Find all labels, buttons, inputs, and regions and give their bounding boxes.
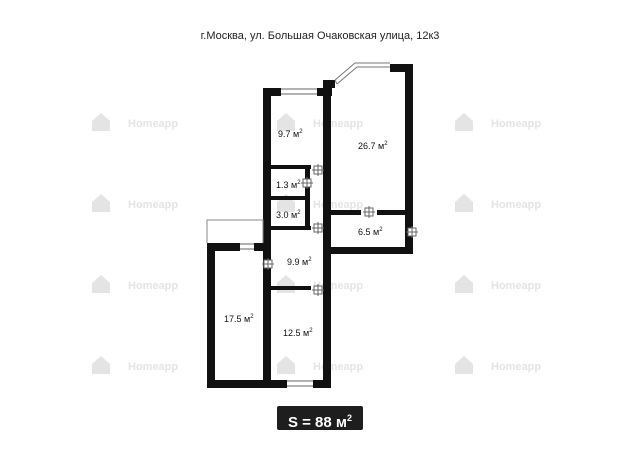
door-marker (312, 222, 324, 234)
room-label-d: 3.0 м2 (276, 210, 301, 220)
house-icon (92, 113, 110, 131)
house-icon (277, 356, 295, 374)
total-area-sup: 2 (347, 413, 353, 423)
watermark-logo: Homeapp (455, 194, 541, 212)
watermark-text: Homeapp (491, 280, 541, 292)
room-label-h: 12.5 м2 (283, 328, 313, 338)
watermark-logo: Homeapp (277, 356, 363, 374)
watermark-text: Homeapp (128, 118, 178, 130)
watermark-logo: Homeapp (455, 356, 541, 374)
bay-window (334, 62, 390, 85)
house-icon (455, 356, 473, 374)
total-area-badge: S = 88 м2 (277, 406, 363, 431)
balcony-outline (206, 219, 264, 243)
room-label-g: 17.5 м2 (224, 314, 254, 324)
door-marker (262, 258, 274, 270)
house-icon (455, 275, 473, 293)
door-marker (363, 206, 375, 218)
watermark-logo: Homeapp (92, 113, 178, 131)
house-icon (277, 275, 295, 293)
watermark-logo: Homeapp (92, 275, 178, 293)
watermark-logo: Homeapp (455, 113, 541, 131)
door-marker (312, 164, 324, 176)
windows (240, 88, 317, 387)
room-label-a: 9.7 м2 (278, 129, 303, 139)
walls (207, 64, 413, 388)
watermark-text: Homeapp (128, 280, 178, 292)
watermark-logo: Homeapp (92, 356, 178, 374)
door-marker (301, 177, 313, 189)
house-icon (92, 275, 110, 293)
total-area-text: S = 88 м (287, 414, 348, 431)
room-label-e: 6.5 м2 (358, 227, 383, 237)
door-marker (406, 226, 418, 238)
watermark-text: Homeapp (491, 118, 541, 130)
watermark-text: Homeapp (491, 199, 541, 211)
watermark-text: Homeapp (313, 199, 363, 211)
room-label-b: 26.7 м2 (358, 141, 388, 151)
door-marker (312, 284, 324, 296)
watermark-text: Homeapp (313, 361, 363, 373)
house-icon (277, 113, 295, 131)
room-label-c: 1.3 м2 (276, 180, 301, 190)
address-title: г.Москва, ул. Большая Очаковская улица, … (200, 30, 440, 42)
watermark-text: Homeapp (313, 118, 363, 130)
watermark-logo: Homeapp (455, 275, 541, 293)
watermark-text: Homeapp (128, 199, 178, 211)
watermark-text: Homeapp (128, 361, 178, 373)
watermark-logo: Homeapp (92, 194, 178, 212)
house-icon (92, 194, 110, 212)
watermark-text: Homeapp (491, 361, 541, 373)
house-icon (455, 194, 473, 212)
house-icon (92, 356, 110, 374)
door-markers (262, 164, 418, 296)
room-label-f: 9.9 м2 (287, 257, 312, 267)
house-icon (455, 113, 473, 131)
